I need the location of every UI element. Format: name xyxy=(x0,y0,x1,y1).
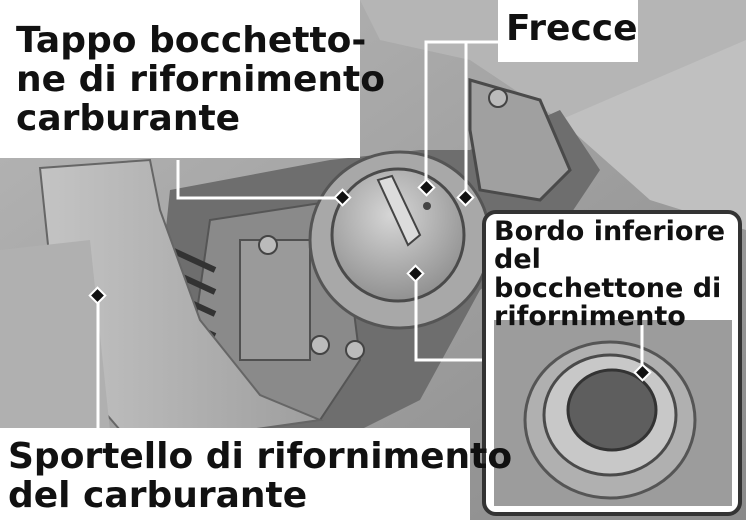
bolt xyxy=(488,88,508,108)
fuel-cap-label-line-2: ne di rifornimento xyxy=(16,58,385,100)
inset-neck-inner xyxy=(566,368,658,452)
bolt xyxy=(345,340,365,360)
filler-edge-label-line-1: Bordo inferiore del xyxy=(494,216,726,276)
fuel-cap-label-line-1: Tappo bocchetto- xyxy=(16,20,367,61)
fuel-cap-label: Tappo bocchetto- ne di rifornimento carb… xyxy=(0,0,385,158)
fuel-door-label-line-1: Sportello di rifornimento xyxy=(8,436,513,477)
leader-markers xyxy=(88,178,475,305)
arrows-label-text: Frecce xyxy=(506,8,638,49)
fuel-cap-grip xyxy=(376,174,422,247)
fuel-door-label-line-2: del carburante xyxy=(8,474,308,516)
filler-edge-label-line-2: bocchettone di xyxy=(494,272,722,304)
arrows-label: Frecce xyxy=(498,0,638,62)
cap-arrow-mark xyxy=(423,202,431,210)
fuel-door-label: Sportello di rifornimento del carburante xyxy=(0,428,513,520)
bolt xyxy=(258,235,278,255)
retainer-bracket xyxy=(468,78,572,202)
right-fender xyxy=(560,40,746,230)
bracket-block xyxy=(239,239,311,361)
filler-edge-label-line-3: rifornimento xyxy=(494,301,686,333)
lower-panel xyxy=(0,240,110,430)
inset-marker xyxy=(633,363,652,382)
filler-edge-label: Bordo inferiore del bocchettone di rifor… xyxy=(494,216,746,333)
bolt xyxy=(310,335,330,355)
fuel-cap xyxy=(330,167,466,303)
fuel-cap-label-line-3: carburante xyxy=(16,97,241,139)
leader-lines xyxy=(96,40,498,430)
